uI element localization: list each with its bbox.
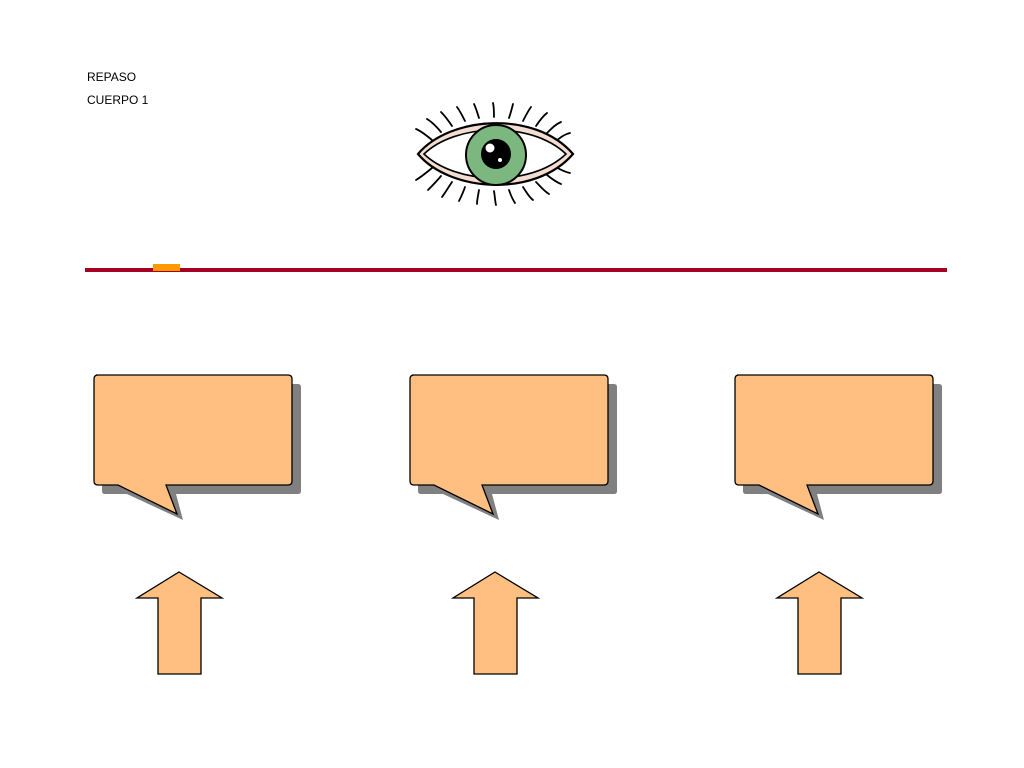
divider-marker — [153, 264, 180, 271]
arrow-up-icon — [774, 571, 865, 675]
divider — [85, 264, 947, 272]
eye-icon — [415, 102, 575, 206]
callout-box[interactable] — [409, 374, 617, 520]
slide-title: REPASO — [87, 70, 137, 84]
arrow-up-icon — [134, 571, 225, 675]
callout-box[interactable] — [734, 374, 942, 520]
arrow-up-icon — [450, 571, 541, 675]
slide-subtitle: CUERPO 1 — [87, 93, 149, 107]
callout-box[interactable] — [93, 374, 301, 520]
